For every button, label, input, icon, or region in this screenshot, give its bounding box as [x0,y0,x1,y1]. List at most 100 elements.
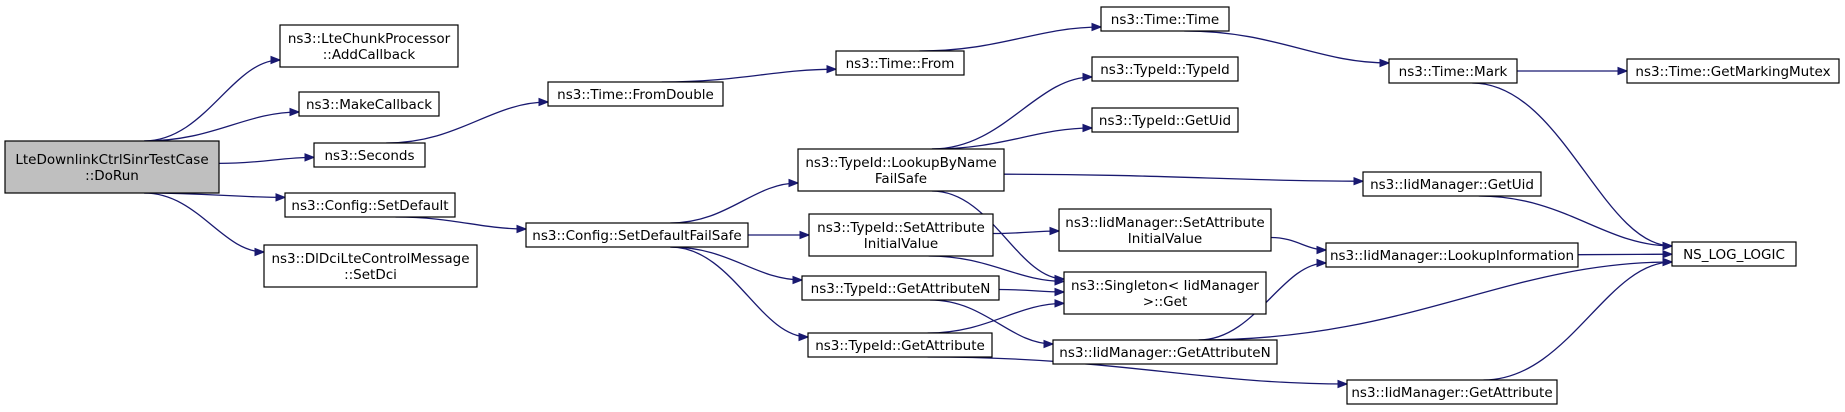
node-box [279,24,459,68]
edge-imgn-to-imli [1198,262,1327,341]
edge-gatt-to-imga [927,356,1348,385]
edge-imli-to-nslog [1577,253,1673,256]
node-gatt[interactable]: ns3::TypeId::GetAttribute [807,332,993,358]
node-label: NS_LOG_LOGIC [1683,247,1785,263]
node-box [797,148,1005,192]
node-label: ns3::Seconds [325,148,415,164]
node-box [801,275,1000,301]
node-box [1091,56,1239,82]
edge-gattn-to-imgn [930,299,1054,345]
node-fromd[interactable]: ns3::Time::FromDouble [547,81,724,107]
node-box [525,222,749,248]
node-label: ns3::DlDciLteControlMessage [271,251,469,267]
node-label: ns3::IidManager::GetAttributeN [1059,345,1270,361]
node-cfgsd[interactable]: ns3::Config::SetDefault [284,192,456,218]
edge-cfgfs-to-lkup [670,182,799,224]
arrow-head [516,224,528,234]
node-label: ns3::Time::GetMarkingMutex [1635,64,1830,80]
node-label: InitialValue [864,236,938,252]
arrow-head [1316,258,1328,268]
node-imli[interactable]: ns3::IidManager::LookupInformation [1325,242,1579,268]
node-label: ::AddCallback [323,47,416,63]
edge-root-to-setdci [144,192,265,253]
edge-cfgsd-to-cfgfs [395,216,527,230]
node-label: ns3::TypeId::SetAttribute [817,220,985,236]
node-from[interactable]: ns3::Time::From [835,50,965,76]
node-cfgfs[interactable]: ns3::Config::SetDefaultFailSafe [525,222,749,248]
node-box [1362,171,1542,197]
node-box [313,142,426,168]
node-box [835,50,965,76]
arrow-head [1091,22,1103,32]
node-label: ns3::TypeId::LookupByName [805,155,996,171]
node-gattn[interactable]: ns3::TypeId::GetAttributeN [801,275,1000,301]
arrow-head [275,193,287,202]
node-guid[interactable]: ns3::TypeId::GetUid [1091,107,1239,133]
node-mark[interactable]: ns3::Time::Mark [1388,58,1518,84]
edges-layer [144,22,1674,389]
node-imga[interactable]: ns3::IidManager::GetAttribute [1346,379,1558,405]
arrow-head [1054,277,1066,286]
node-box [1346,379,1558,405]
node-imguid[interactable]: ns3::IidManager::GetUid [1362,171,1542,197]
node-imgn[interactable]: ns3::IidManager::GetAttributeN [1052,339,1278,365]
node-label: ns3::Time::From [846,56,955,72]
node-setdci[interactable]: ns3::DlDciLteControlMessage::SetDci [263,244,478,288]
node-box [808,213,994,257]
node-label: InitialValue [1128,231,1202,247]
edge-gattn-to-sing [998,288,1065,293]
edge-imgn-to-nslog [1198,261,1673,341]
node-mkcb[interactable]: ns3::MakeCallback [298,91,440,117]
node-sing[interactable]: ns3::Singleton< IidManager>::Get [1063,271,1267,315]
node-mutex[interactable]: ns3::Time::GetMarkingMutex [1626,58,1840,84]
node-box [1063,271,1267,315]
node-addcb[interactable]: ns3::LteChunkProcessor::AddCallback [279,24,459,68]
arrow-head [1662,249,1674,259]
node-box [1052,339,1278,365]
node-label: ns3::LteChunkProcessor [288,31,451,47]
node-nslog[interactable]: NS_LOG_LOGIC [1671,241,1797,267]
arrow-head [289,107,301,117]
edge-gatt-to-sing [927,302,1065,334]
arrow-head [1054,299,1066,308]
node-box [1091,107,1239,133]
node-tid[interactable]: ns3::TypeId::TypeId [1091,56,1239,82]
node-label: ns3::Config::SetDefaultFailSafe [532,228,741,244]
edge-cfgfs-to-gattn [670,246,803,281]
node-label: LteDownlinkCtrlSinrTestCase [15,152,208,168]
node-box [1388,58,1518,84]
node-label: ns3::IidManager::GetAttribute [1351,385,1552,401]
edge-cfgfs-to-gatt [670,246,809,338]
edge-mark-to-nslog [1472,82,1673,247]
node-label: ns3::Config::SetDefault [291,198,448,214]
node-label: ns3::Time::Mark [1399,64,1508,80]
edge-time-to-mark [1184,30,1390,64]
node-label: ns3::IidManager::SetAttribute [1065,215,1264,231]
arrow-head [792,275,804,285]
node-label: ns3::Time::FromDouble [557,87,714,103]
node-box [547,81,724,107]
node-root[interactable]: LteDownlinkCtrlSinrTestCase::DoRun [4,140,220,194]
node-box [1325,242,1579,268]
edge-root-to-secs [218,156,315,165]
edge-imguid-to-nslog [1478,195,1673,247]
node-label: ns3::TypeId::GetUid [1099,113,1231,129]
edge-secs-to-fromd [386,101,549,144]
node-time[interactable]: ns3::Time::Time [1100,6,1230,32]
arrow-head [826,64,838,74]
arrow-head [1316,245,1328,255]
node-label: ns3::IidManager::LookupInformation [1330,248,1574,264]
arrow-head [788,178,800,188]
arrow-head [1353,176,1365,186]
node-label: FailSafe [875,171,927,187]
arrow-head [1379,58,1391,68]
node-secs[interactable]: ns3::Seconds [313,142,426,168]
arrow-head [1662,257,1674,267]
arrow-head [798,332,810,342]
arrow-head [1617,66,1629,76]
node-imsiv[interactable]: ns3::IidManager::SetAttributeInitialValu… [1058,208,1272,252]
arrow-head [1662,241,1674,251]
